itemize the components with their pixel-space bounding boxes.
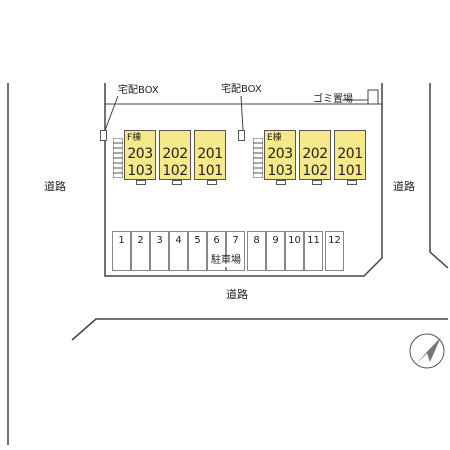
parking-space-5: 5 bbox=[188, 231, 207, 271]
parking-space-4: 4 bbox=[169, 231, 188, 271]
road-label-bottom: 道路 bbox=[226, 288, 248, 301]
unit-e-2: 202 102 bbox=[299, 130, 331, 180]
road-edge-right bbox=[429, 83, 449, 269]
delivery-box-leader-left bbox=[103, 95, 119, 134]
unit-number-lower: 102 bbox=[302, 163, 328, 179]
parking-space-9: 9 bbox=[266, 231, 285, 271]
parking-space-3: 3 bbox=[150, 231, 169, 271]
delivery-box-leader-right bbox=[240, 95, 244, 131]
unit-e-1: E棟 203 103 bbox=[264, 130, 296, 180]
porch bbox=[136, 180, 146, 185]
road-edge-bottom bbox=[71, 318, 448, 341]
parking-label: 駐車場 bbox=[210, 255, 242, 267]
parking-space-1: 1 bbox=[112, 231, 131, 271]
garbage-label: ゴミ置場 bbox=[313, 94, 353, 105]
porch bbox=[207, 180, 217, 185]
parking-space-10: 10 bbox=[285, 231, 304, 271]
unit-number-upper: 203 bbox=[267, 146, 293, 162]
property-boundary bbox=[104, 83, 383, 277]
unit-number-upper: 203 bbox=[127, 146, 153, 162]
garbage-area bbox=[367, 89, 379, 105]
unit-number-upper: 202 bbox=[162, 146, 188, 162]
unit-e-3: 201 101 bbox=[334, 130, 366, 180]
unit-f-2: 202 102 bbox=[159, 130, 191, 180]
delivery-box-left bbox=[100, 130, 107, 141]
road-label-left: 道路 bbox=[44, 180, 66, 193]
porch bbox=[172, 180, 182, 185]
unit-number-upper: 202 bbox=[302, 146, 328, 162]
porch bbox=[347, 180, 357, 185]
unit-f-3: 201 101 bbox=[194, 130, 226, 180]
unit-number-upper: 201 bbox=[197, 146, 223, 162]
parking-space-2: 2 bbox=[131, 231, 150, 271]
delivery-box-right bbox=[238, 130, 245, 141]
building-name-f: F棟 bbox=[127, 133, 142, 143]
north-arrow-icon bbox=[409, 333, 445, 369]
delivery-box-label-left: 宅配BOX bbox=[118, 85, 159, 96]
delivery-box-label-right: 宅配BOX bbox=[221, 84, 262, 95]
unit-f-1: F棟 203 103 bbox=[124, 130, 156, 180]
unit-number-lower: 103 bbox=[127, 163, 153, 179]
parking-space-12: 12 bbox=[325, 231, 344, 271]
unit-number-lower: 101 bbox=[337, 163, 363, 179]
road-label-right: 道路 bbox=[393, 180, 415, 193]
porch bbox=[312, 180, 322, 185]
building-name-e: E棟 bbox=[267, 133, 282, 143]
unit-number-lower: 101 bbox=[197, 163, 223, 179]
stairs-f bbox=[113, 138, 123, 178]
unit-number-lower: 102 bbox=[162, 163, 188, 179]
unit-number-upper: 201 bbox=[337, 146, 363, 162]
unit-number-lower: 103 bbox=[267, 163, 293, 179]
parking-space-11: 11 bbox=[304, 231, 323, 271]
porch bbox=[276, 180, 286, 185]
parking-space-8: 8 bbox=[247, 231, 266, 271]
stairs-e bbox=[253, 138, 263, 178]
